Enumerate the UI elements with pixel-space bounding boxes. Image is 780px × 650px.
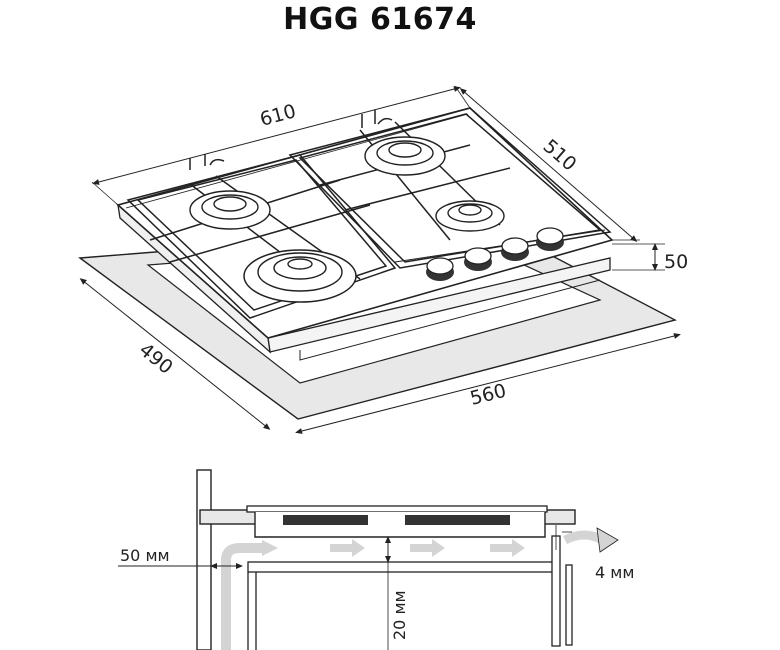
knob-2 (464, 247, 492, 271)
dimension-490-label: 490 (135, 339, 177, 379)
dimension-50 (612, 243, 665, 271)
dimension-510 (459, 88, 640, 242)
burner-front-left (243, 249, 357, 303)
bottom-gap-label: 20 мм (390, 590, 409, 640)
dimension-510-label: 510 (539, 135, 581, 175)
knob-3 (501, 237, 529, 261)
rear-gap-label: 4 мм (595, 563, 634, 582)
burner-front-right (435, 200, 505, 232)
dimension-560-label: 560 (468, 380, 509, 410)
knob-1 (426, 257, 454, 281)
burner-rear-left (189, 190, 271, 230)
side-gap-label: 50 мм (120, 546, 170, 565)
dimension-490 (79, 278, 271, 430)
model-title: HGG 61674 (283, 2, 477, 37)
installation-section (118, 469, 619, 650)
dimension-610-label: 610 (258, 100, 299, 131)
dimension-560 (295, 333, 681, 434)
knob-4 (536, 227, 564, 251)
burner-rear-right (364, 136, 446, 176)
dimension-50-label: 50 (664, 251, 688, 273)
